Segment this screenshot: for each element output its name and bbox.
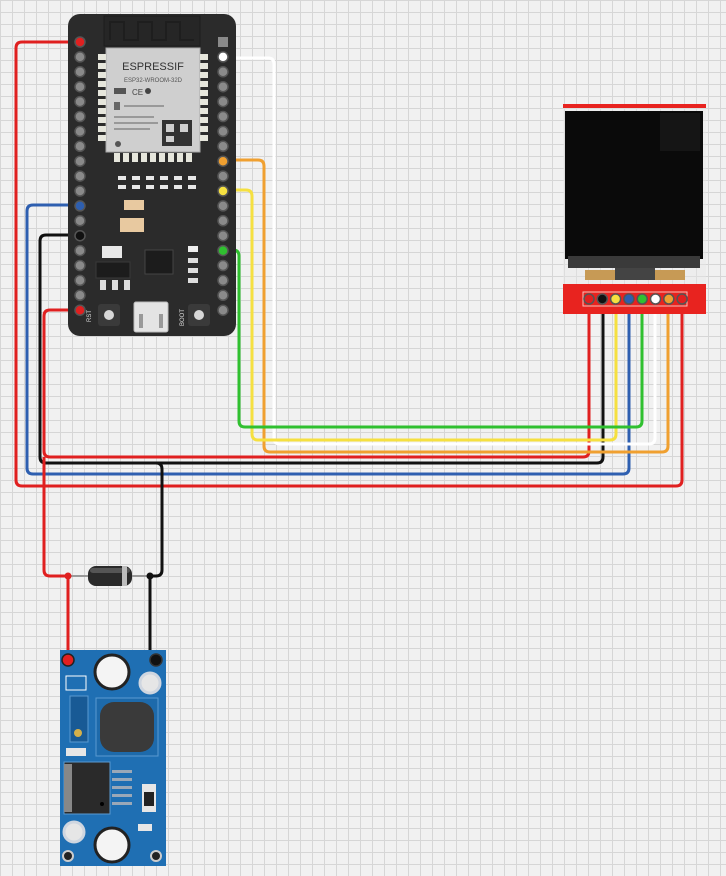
esp32-pin[interactable] <box>74 274 86 287</box>
wire-yellow[interactable] <box>223 188 618 442</box>
buck-diode <box>144 792 154 806</box>
esp32-regulator <box>95 261 131 279</box>
esp32-pin[interactable] <box>217 304 229 316</box>
buck-capacitor-top <box>93 653 131 691</box>
esp32-pin[interactable] <box>74 229 86 242</box>
buck-potentiometer[interactable] <box>69 695 89 743</box>
esp32-module-label: ESP32-WROOM-32D <box>124 78 183 84</box>
esp32-pin[interactable] <box>74 80 86 93</box>
junction-red <box>64 572 72 580</box>
buck-in-plus-pad[interactable] <box>61 653 75 667</box>
esp32-pin[interactable] <box>74 125 86 138</box>
esp32-pin[interactable] <box>217 289 229 302</box>
wire-black[interactable] <box>38 233 605 465</box>
junction-black <box>146 572 154 580</box>
esp32-pin[interactable] <box>74 170 86 182</box>
esp32-pin[interactable] <box>217 51 229 63</box>
esp32-pin[interactable] <box>74 66 86 78</box>
tft-pin[interactable] <box>623 293 635 305</box>
qr-code <box>162 120 192 146</box>
esp32-capacitor <box>124 200 144 210</box>
esp32-pin[interactable] <box>217 125 229 138</box>
buck-out-minus-pad[interactable] <box>150 850 162 862</box>
esp32-pin[interactable] <box>217 229 229 242</box>
boot-label: BOOT <box>180 309 186 326</box>
esp32-pin[interactable] <box>74 36 86 48</box>
esp32-pin[interactable] <box>74 95 86 108</box>
buck-in-minus-pad[interactable] <box>149 653 163 667</box>
esp32-pin[interactable] <box>74 215 86 227</box>
tft-pin[interactable] <box>663 293 675 305</box>
esp32-pin[interactable] <box>74 244 86 257</box>
esp32-pin[interactable] <box>74 289 86 302</box>
esp32-board[interactable]: ESPRESSIF ESP32-WROOM-32D CE <box>68 14 236 336</box>
wire-red-power[interactable] <box>42 457 70 658</box>
esp32-pin[interactable] <box>217 200 229 212</box>
tft-pin[interactable] <box>596 293 609 305</box>
tft-pin[interactable] <box>649 293 662 305</box>
esp32-pin[interactable] <box>74 110 86 123</box>
esp32-pin[interactable] <box>217 244 229 257</box>
esp32-pin[interactable] <box>217 274 229 287</box>
esp32-pin[interactable] <box>74 155 86 167</box>
tft-pin[interactable] <box>609 293 622 305</box>
esp32-pin[interactable] <box>74 304 86 316</box>
esp32-pin[interactable] <box>217 140 229 153</box>
wire-blue[interactable] <box>25 203 631 476</box>
buck-out-plus-pad[interactable] <box>62 850 74 862</box>
esp32-brand-label: ESPRESSIF <box>122 61 184 73</box>
tft-pin[interactable] <box>636 293 648 305</box>
esp32-pin[interactable] <box>217 95 229 108</box>
esp32-left-header <box>74 36 86 316</box>
esp32-pin[interactable] <box>217 185 229 197</box>
esp32-pin[interactable] <box>74 185 86 197</box>
wire-red-inner[interactable] <box>42 306 591 459</box>
wire-red-outer[interactable] <box>14 40 684 488</box>
rst-button[interactable] <box>98 304 120 326</box>
tft-pin-header <box>583 293 688 305</box>
esp32-pin[interactable] <box>74 200 86 212</box>
diode[interactable] <box>88 566 132 586</box>
esp32-usb-chip <box>144 249 174 275</box>
wire-orange[interactable] <box>223 158 670 454</box>
wire-green[interactable] <box>223 248 644 429</box>
svg-text:CE: CE <box>132 88 143 97</box>
boot-button[interactable] <box>188 304 210 326</box>
wire-white[interactable] <box>223 56 657 446</box>
tft-pin[interactable] <box>583 293 595 305</box>
esp32-pin[interactable] <box>217 215 229 227</box>
esp32-pin[interactable] <box>74 140 86 153</box>
esp32-pin[interactable] <box>218 37 228 47</box>
rst-label: RST <box>87 310 93 322</box>
esp32-pin[interactable] <box>217 110 229 123</box>
esp32-pin[interactable] <box>217 259 229 272</box>
buck-converter[interactable] <box>60 650 166 866</box>
tft-pin[interactable] <box>676 293 688 305</box>
diode-cathode-band <box>122 566 127 586</box>
tft-display[interactable] <box>563 104 706 314</box>
esp32-pin[interactable] <box>74 259 86 272</box>
esp32-pin[interactable] <box>74 51 86 63</box>
esp32-pin[interactable] <box>217 155 229 167</box>
esp32-pin[interactable] <box>217 170 229 182</box>
esp32-pin[interactable] <box>217 80 229 93</box>
esp32-right-header <box>217 37 229 316</box>
wire-black-gnd[interactable] <box>148 461 164 658</box>
buck-capacitor-bottom <box>93 826 131 864</box>
esp32-pin[interactable] <box>217 66 229 78</box>
